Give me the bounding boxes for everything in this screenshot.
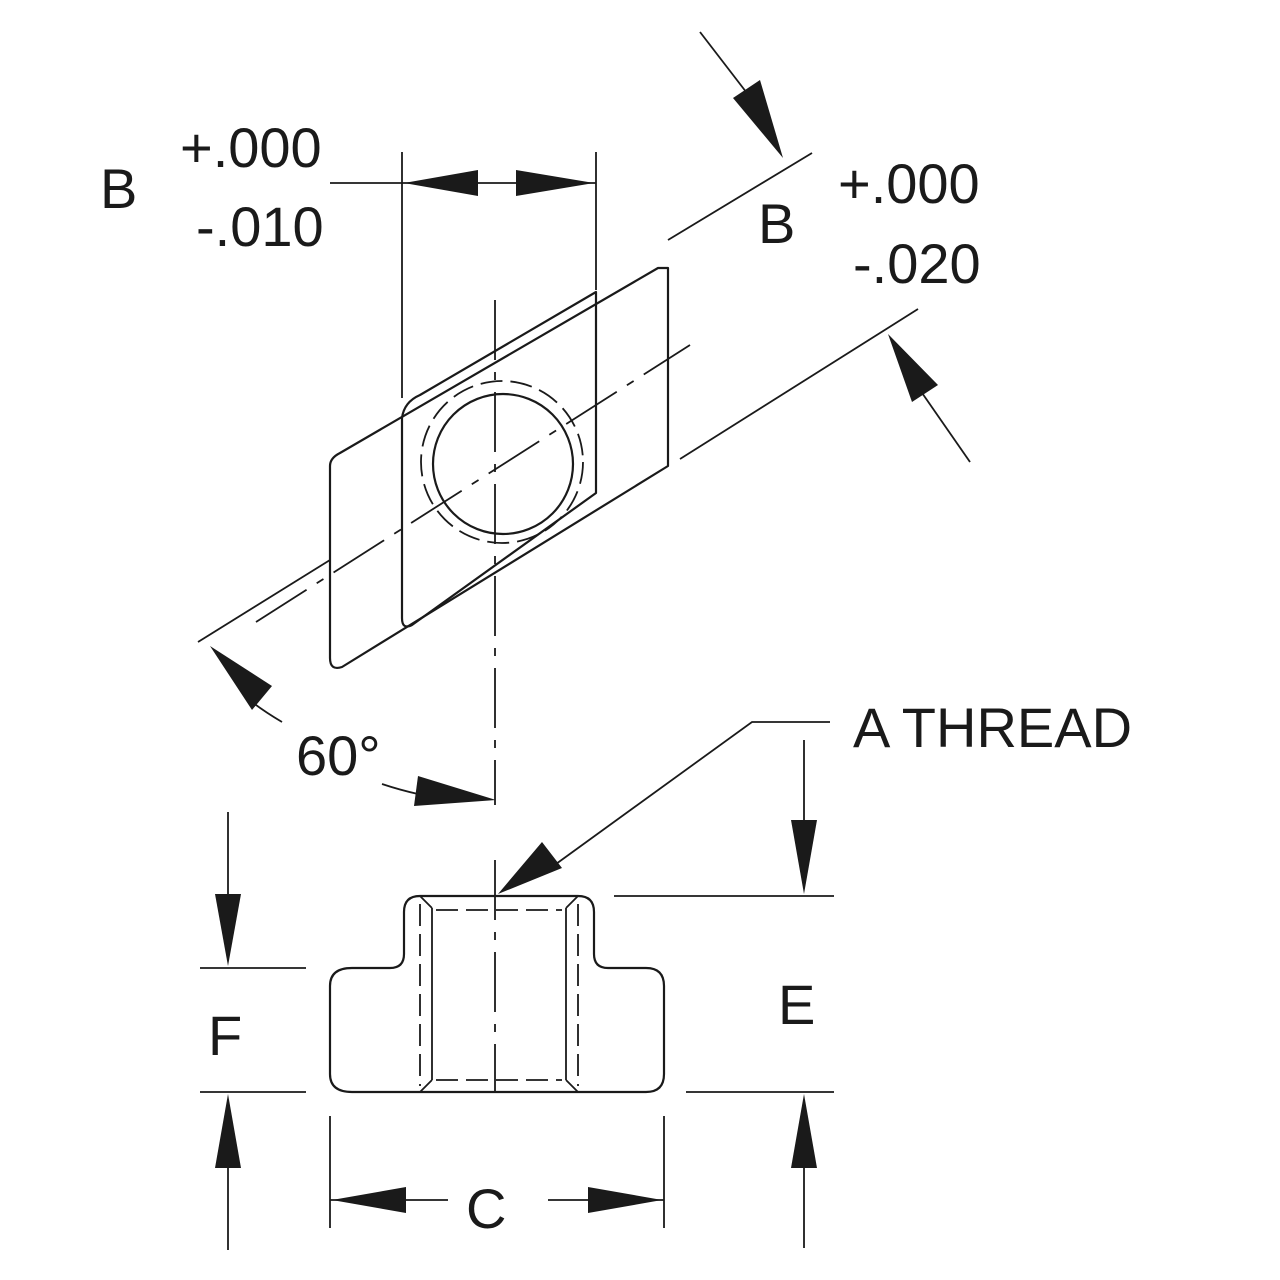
label-b-right: B (758, 192, 795, 255)
ext-line-b-diag-top (667, 152, 813, 241)
arrow-c-left (332, 1187, 406, 1213)
dim-e (614, 740, 834, 1248)
arrow-e-top (791, 820, 817, 894)
nut-diagonal-centerline (255, 344, 691, 623)
thread-major-diameter (420, 380, 584, 544)
arrow-angle-lower (414, 776, 496, 806)
t-nut-outline (328, 894, 666, 1094)
arrow-angle-upper (210, 646, 272, 710)
label-angle: 60° (296, 724, 381, 787)
arrow-b-right (516, 170, 594, 196)
arrow-f-top (215, 894, 241, 966)
label-b-left-tol-minus: -.010 (196, 195, 324, 258)
top-view (255, 266, 691, 805)
ext-line-b-diag-bottom (679, 308, 919, 460)
dim-c (329, 1116, 665, 1228)
thread-chamfer-br (565, 1079, 579, 1093)
thread-hole (431, 392, 575, 536)
dim-b-horizontal (330, 152, 597, 398)
label-b-right-tol-minus: -.020 (853, 232, 981, 295)
front-view (328, 860, 666, 1094)
arrow-f-bottom (215, 1094, 241, 1168)
thread-leader (498, 721, 830, 894)
label-thread: A THREAD (853, 696, 1132, 759)
thread-leader-arrow (498, 842, 562, 894)
thread-leader-line (555, 721, 830, 865)
arrow-e-bottom (791, 1094, 817, 1168)
label-b-right-tol-plus: +.000 (838, 152, 980, 215)
arrow-b-diag-bottom (888, 334, 938, 402)
dim-f (200, 812, 306, 1250)
dim-angle (197, 559, 496, 806)
label-c: C (466, 1177, 506, 1240)
thread-chamfer-tr (565, 895, 579, 909)
label-b-left: B (100, 157, 137, 220)
angle-arc-lower (381, 783, 419, 795)
ext-line-angle (197, 559, 331, 643)
label-f: F (208, 1004, 242, 1067)
arrow-b-left (404, 170, 478, 196)
label-e: E (778, 973, 815, 1036)
dim-b-diagonal (667, 31, 971, 463)
thread-chamfer-tl (419, 895, 433, 909)
arrow-c-right (588, 1187, 662, 1213)
label-b-left-tol-plus: +.000 (180, 116, 322, 179)
boss-outline (400, 290, 598, 628)
dim-line-b-diag-bottom (919, 389, 971, 463)
thread-chamfer-bl (419, 1079, 433, 1093)
angle-arc-upper (251, 701, 283, 723)
nut-body-outline (328, 266, 670, 670)
arrow-b-diag-top (733, 80, 783, 158)
